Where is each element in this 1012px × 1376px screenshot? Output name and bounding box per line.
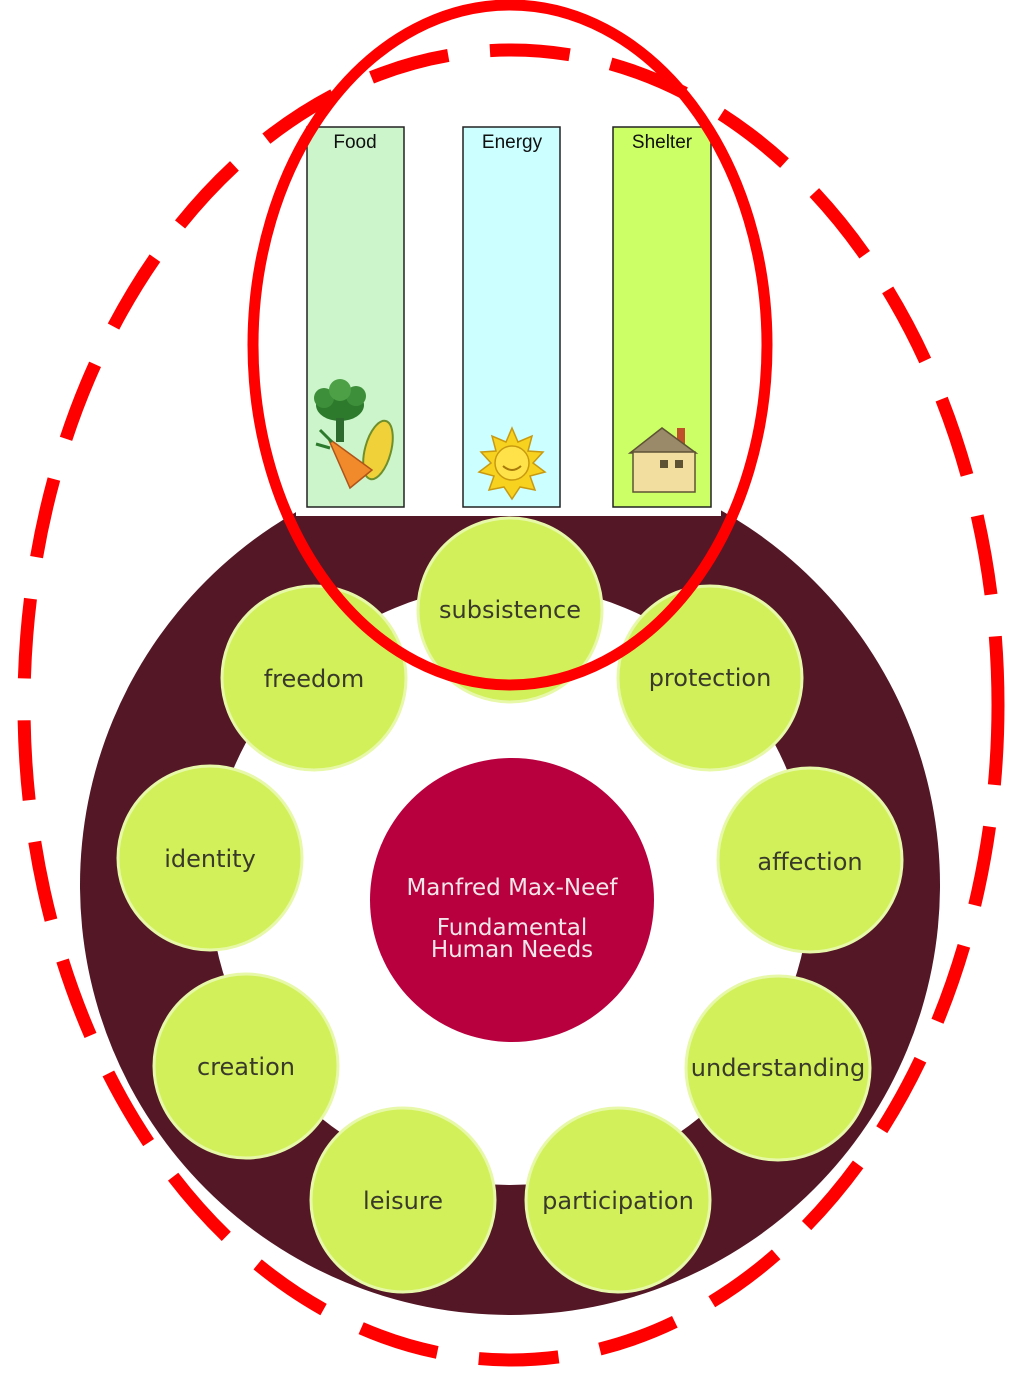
need-label: protection [649, 664, 772, 692]
center-circle: Manfred Max-Neef Fundamental Human Needs [370, 758, 654, 1042]
need-subsistence: subsistence [416, 516, 604, 704]
need-participation: participation [524, 1106, 712, 1294]
need-label: identity [164, 845, 256, 873]
need-label: participation [542, 1187, 694, 1215]
column-label: Shelter [632, 132, 693, 153]
need-label: freedom [264, 665, 365, 693]
need-label: subsistence [439, 596, 581, 624]
column-label: Food [333, 132, 376, 153]
column-food: Food [306, 126, 405, 508]
need-label: leisure [363, 1187, 443, 1215]
need-creation: creation [152, 972, 340, 1160]
highlight-ellipse-solid [247, 0, 773, 691]
center-subtitle-2: Human Needs [431, 937, 593, 963]
highlight-ellipse-dashed [17, 43, 1005, 1367]
center-subtitle-1: Fundamental [437, 915, 587, 941]
vegetables-icon [314, 379, 394, 490]
house-icon [627, 427, 699, 493]
need-label: affection [757, 848, 862, 876]
column-shelter: Shelter [612, 126, 712, 508]
need-leisure: leisure [309, 1106, 497, 1294]
column-label: Energy [482, 132, 543, 153]
need-protection: protection [616, 584, 804, 772]
center-title: Manfred Max-Neef [406, 875, 618, 901]
need-freedom: freedom [220, 584, 408, 772]
need-label: creation [197, 1053, 295, 1081]
need-label: understanding [691, 1054, 865, 1082]
need-understanding: understanding [684, 974, 872, 1162]
column-energy: Energy [462, 126, 561, 508]
need-identity: identity [116, 764, 304, 952]
need-affection: affection [716, 766, 904, 954]
sun-icon [477, 426, 547, 501]
